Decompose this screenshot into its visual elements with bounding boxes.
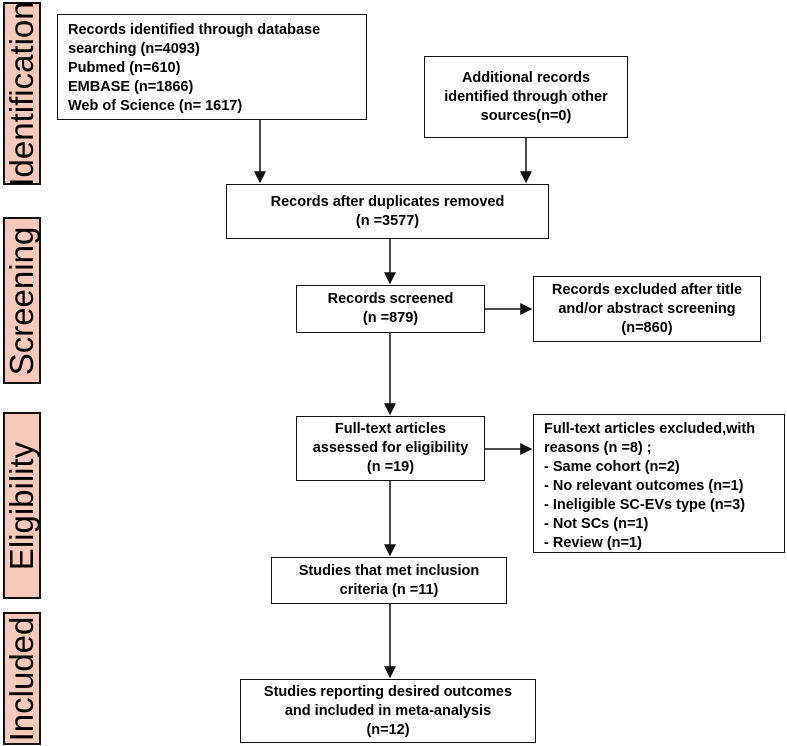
box-met-criteria: Studies that met inclusion criteria (n =… — [271, 557, 507, 604]
box-meta-analysis: Studies reporting desired outcomes and i… — [240, 679, 536, 743]
box-records-excluded: Records excluded after title and/or abst… — [533, 276, 761, 342]
phase-label-included: Included — [3, 612, 41, 745]
box-database-search: Records identified through database sear… — [57, 14, 367, 120]
box-records-screened: Records screened (n =879) — [296, 285, 485, 333]
phase-label-identification: Identification — [3, 0, 41, 187]
box-additional-records: Additional records identified through ot… — [424, 56, 628, 138]
box-duplicates-removed: Records after duplicates removed (n =357… — [226, 184, 549, 239]
phase-label-screening: Screening — [3, 217, 41, 384]
phase-label-eligibility: Eligibility — [3, 412, 41, 599]
box-fulltext-assessed: Full-text articles assessed for eligibil… — [296, 416, 485, 481]
box-fulltext-excluded: Full-text articles excluded,with reasons… — [533, 414, 785, 553]
